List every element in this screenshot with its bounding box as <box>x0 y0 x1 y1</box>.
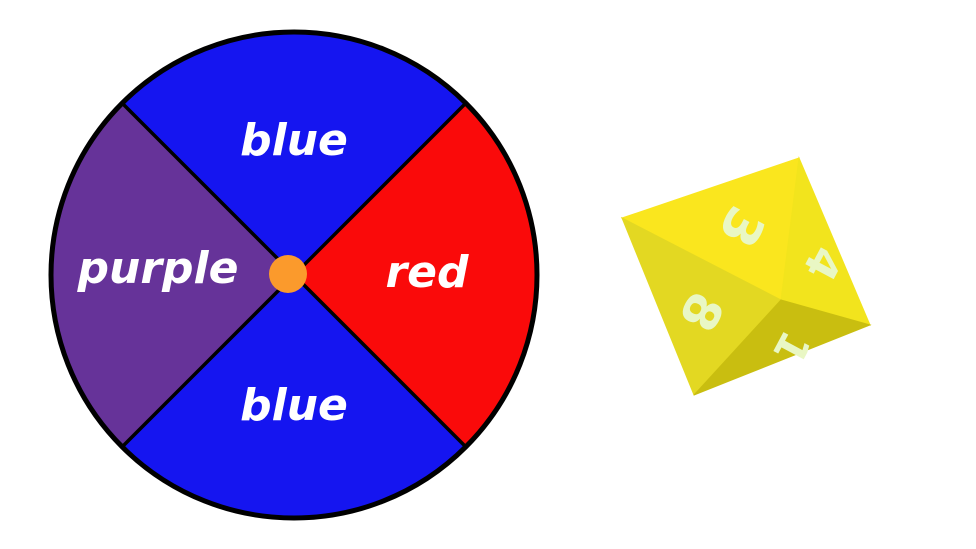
spinner-sector-left[interactable] <box>50 103 294 447</box>
spinner-label-group: blue red blue purple <box>77 115 469 431</box>
spinner-divider-1 <box>292 101 468 277</box>
spinner-sector-right[interactable] <box>294 103 538 447</box>
colour-spinner[interactable]: blue red blue purple <box>48 29 540 521</box>
spinner-divider-2 <box>292 273 468 449</box>
spinner-divider-3 <box>120 273 296 449</box>
die-face-group <box>620 156 872 396</box>
spinner-sector-label-bottom: blue <box>240 380 348 431</box>
spinner-sector-group <box>50 31 538 519</box>
spinner-divider-0 <box>120 101 296 277</box>
spinner-sector-label-left: purple <box>77 243 239 294</box>
spinner-sector-label-top: blue <box>240 115 348 166</box>
spinner-sector-bottom[interactable] <box>122 275 466 519</box>
spinner-hub[interactable] <box>269 255 307 293</box>
spinner-sector-top[interactable] <box>122 31 466 276</box>
spinner-rim <box>48 29 540 521</box>
spinner-sector-label-right: red <box>385 247 469 298</box>
spinner-divider-group <box>120 101 468 449</box>
die-face-1[interactable] <box>693 299 872 396</box>
